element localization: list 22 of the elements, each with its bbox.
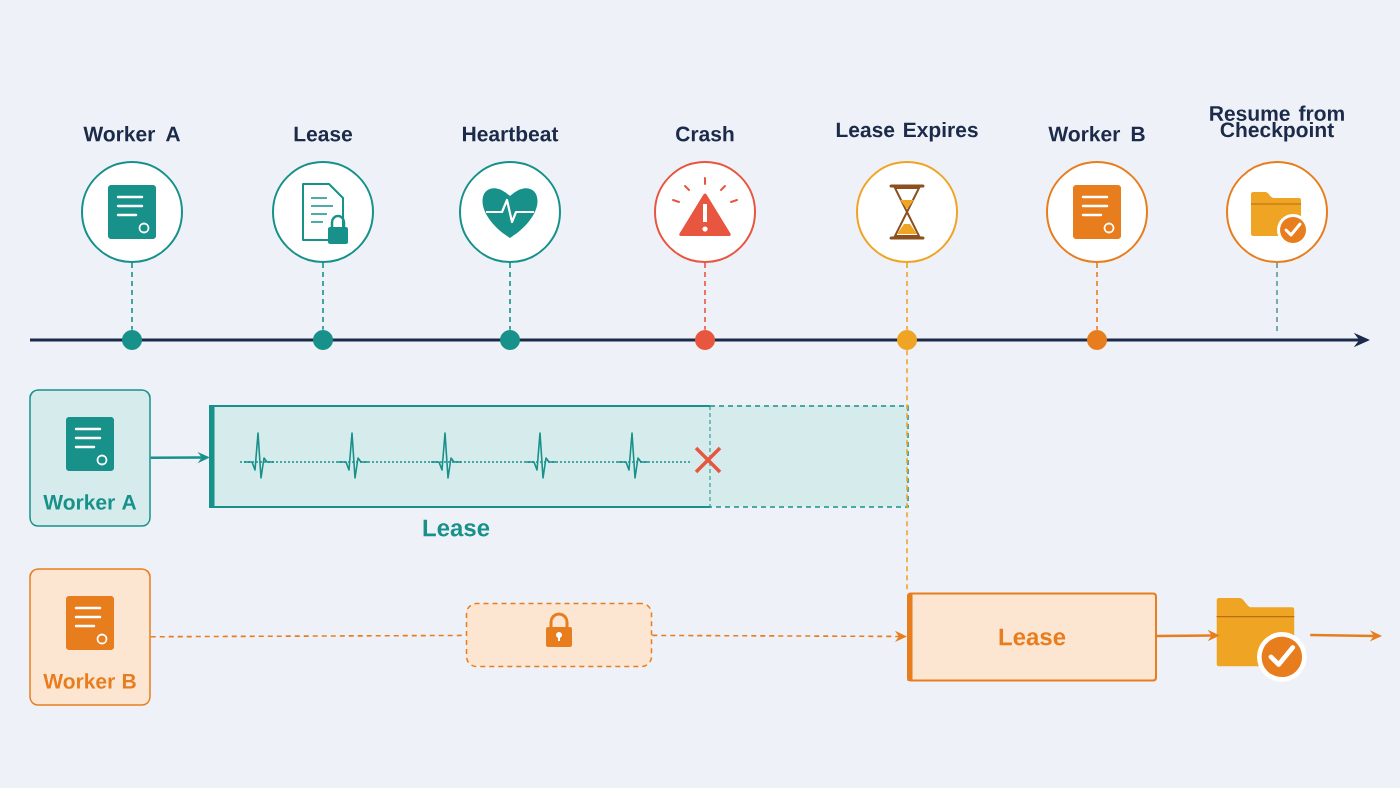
lease-bar: Lease (907, 592, 1157, 682)
timeline-dot (500, 330, 520, 350)
folder-check-icon (1216, 598, 1307, 682)
heading: Worker B (1048, 126, 1145, 142)
connector (906, 262, 908, 331)
heading: Lease (294, 126, 353, 142)
timeline-dot (122, 330, 142, 350)
heading: Resume from Checkpoint (1210, 105, 1344, 142)
lease-bar: Lease (209, 405, 909, 537)
heading: Worker A (83, 126, 181, 142)
heading: Lease Expires (836, 121, 978, 142)
connector (131, 262, 133, 331)
connector (1096, 262, 1098, 331)
connector (704, 262, 706, 331)
heading: Crash (676, 126, 734, 142)
timeline-dot (695, 330, 715, 350)
timeline-dot (1087, 330, 1107, 350)
connector (509, 262, 511, 331)
connector (322, 262, 324, 331)
timeline-dot (897, 330, 917, 350)
heading: Heartbeat (463, 126, 559, 142)
timeline-dot (313, 330, 333, 350)
